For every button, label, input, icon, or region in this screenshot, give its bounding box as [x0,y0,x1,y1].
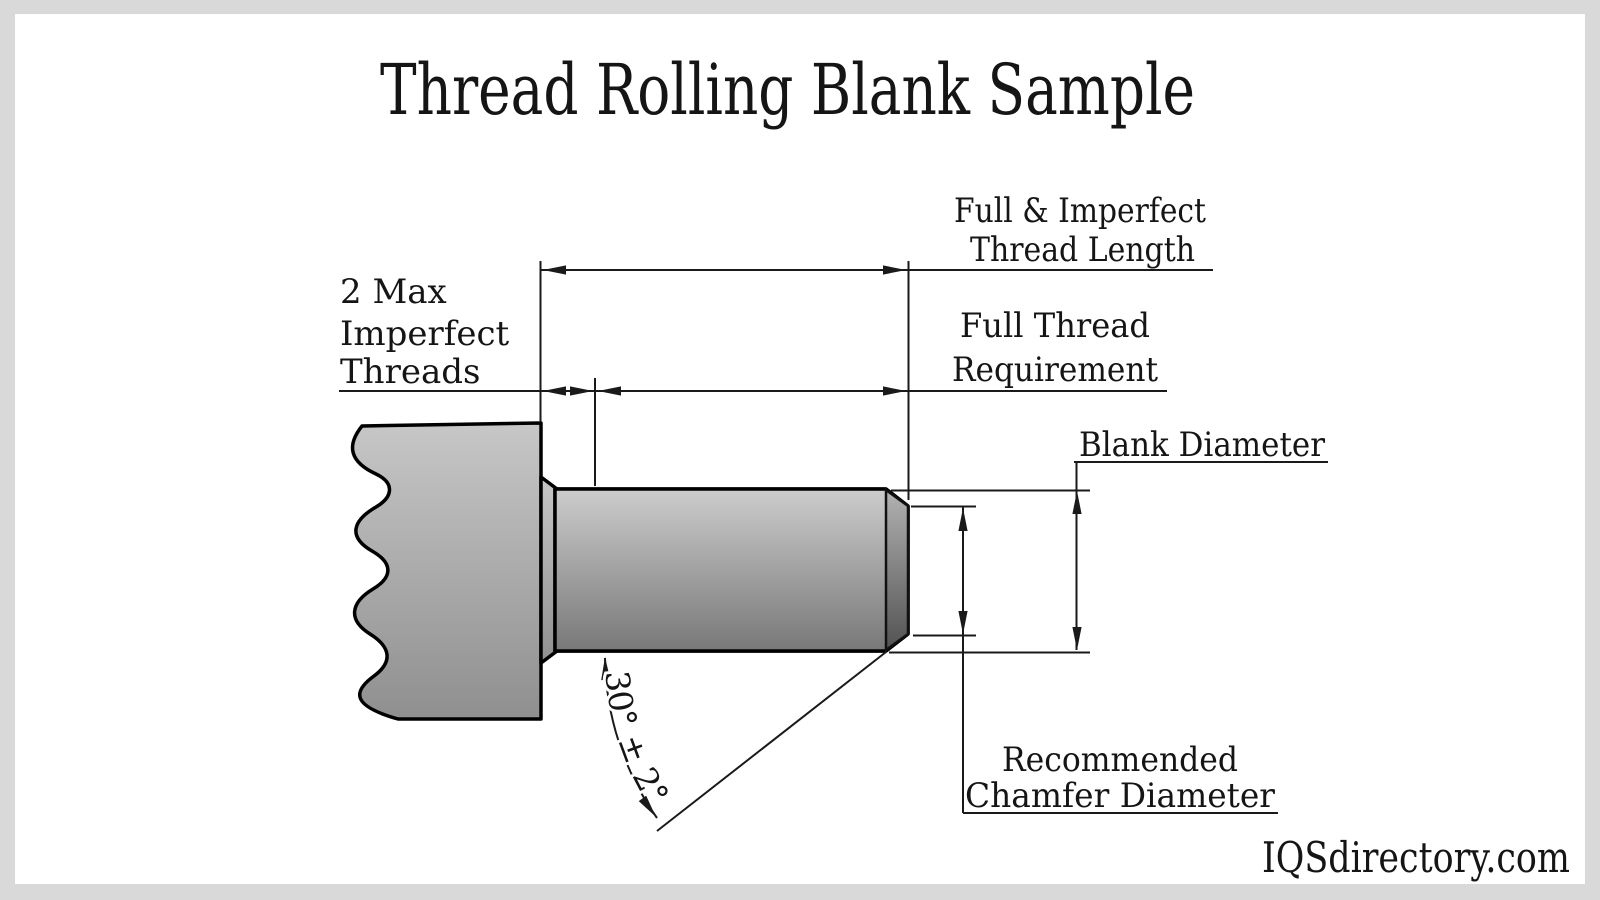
chamfer-face [884,487,910,653]
arrowhead-up-icon [1072,491,1082,514]
drawing-sheet [15,14,1585,884]
page-title: Thread Rolling Blank Sample [380,49,1195,131]
label-max-imperfect-line2: Imperfect [340,314,510,354]
arrowhead-right-icon [883,265,906,275]
arrowhead-down-icon [1072,627,1082,650]
arrowhead-left-icon [543,386,566,396]
arrowhead-left-icon [543,265,566,275]
chamfer-angle-leader-line [656,651,887,832]
blank-part-drawing [350,421,910,721]
label-max-imperfect-line1: 2 Max [340,272,447,312]
label-recommended-chamfer-line1: Recommended [1002,740,1238,780]
arrowhead-left-icon [598,386,621,396]
watermark-text: IQSdirectory.com [1262,833,1570,882]
label-full-imperfect-length-line2: Thread Length [970,230,1195,270]
label-full-thread-requirement-line1: Full Thread [960,306,1150,346]
arrowhead-down-icon [958,611,968,634]
arrowhead-up-icon [958,508,968,531]
label-recommended-chamfer-line2: Chamfer Diameter [965,776,1276,816]
blank-head-body [350,421,543,721]
dimension-lines [339,261,1328,832]
label-blank-diameter: Blank Diameter [1079,425,1326,465]
blank-shank-body [553,487,910,653]
arrowhead-right-icon [570,386,593,396]
label-max-imperfect-line3: Threads [340,352,480,392]
label-full-imperfect-length-line1: Full & Imperfect [954,191,1206,231]
label-chamfer-angle: 30° ± 2° [597,669,676,812]
label-full-thread-requirement-line2: Requirement [952,350,1158,390]
arrowhead-right-icon [883,386,906,396]
